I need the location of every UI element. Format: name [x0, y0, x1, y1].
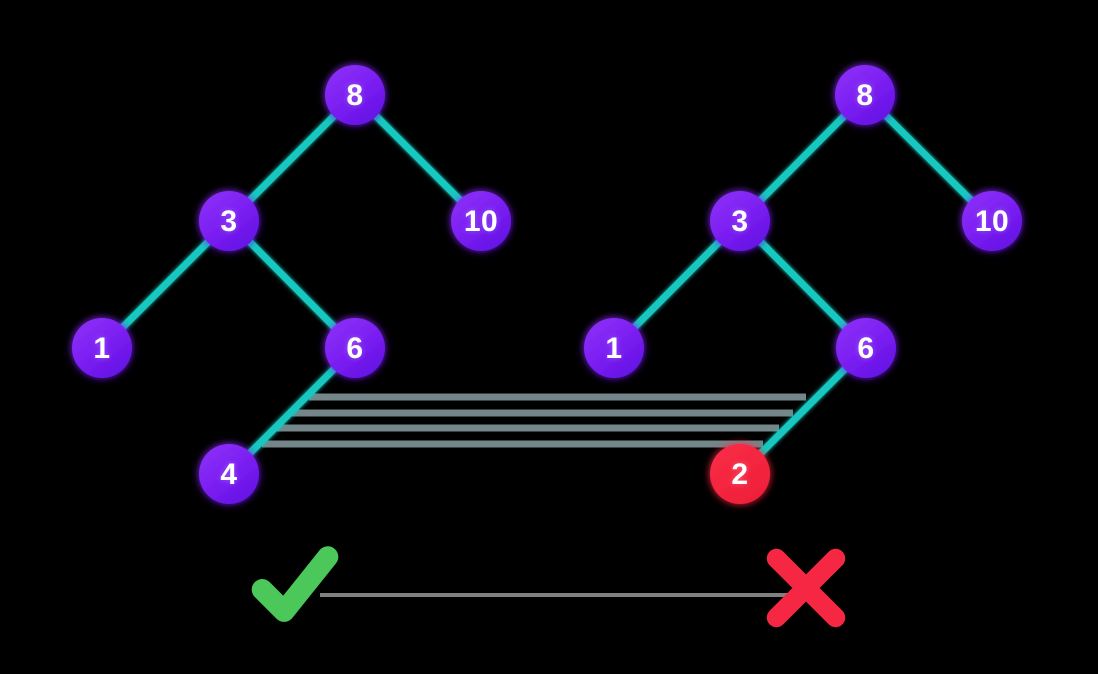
tree-node-2-invalid[interactable]: [710, 444, 770, 504]
invalid-cross-icon: [766, 548, 846, 628]
tree-node-8-valid[interactable]: [325, 65, 385, 125]
tree-node-1-valid[interactable]: [72, 318, 132, 378]
tree-node-hit-1-valid[interactable]: [72, 318, 132, 378]
tree-node-hit-10-valid[interactable]: [451, 191, 511, 251]
tree-node-hit-3-invalid[interactable]: [710, 191, 770, 251]
tree-node-3-invalid[interactable]: [710, 191, 770, 251]
tree-node-8-invalid[interactable]: [835, 65, 895, 125]
invalid-cross-icon-stroke-b: [766, 548, 846, 628]
tree-node-10-invalid[interactable]: [962, 191, 1022, 251]
tree-node-hit-6-valid[interactable]: [325, 318, 385, 378]
tree-node-hit-8-invalid[interactable]: [835, 65, 895, 125]
tree-node-6-invalid[interactable]: [836, 318, 896, 378]
verdict-row: [251, 546, 846, 628]
tree-node-hit-1-invalid[interactable]: [584, 318, 644, 378]
tree-node-4-valid[interactable]: [199, 444, 259, 504]
tree-node-hit-6-invalid[interactable]: [836, 318, 896, 378]
tree-node-10-valid[interactable]: [451, 191, 511, 251]
tree-node-hit-2-invalid[interactable]: [710, 444, 770, 504]
tree-node-hit-4-valid[interactable]: [199, 444, 259, 504]
tree-node-3-valid[interactable]: [199, 191, 259, 251]
tree-node-hit-3-valid[interactable]: [199, 191, 259, 251]
tree-node-1-invalid[interactable]: [584, 318, 644, 378]
valid-check-icon: [251, 546, 339, 622]
tree-nodes: [72, 65, 1022, 504]
tree-node-6-valid[interactable]: [325, 318, 385, 378]
valid-check-icon-stroke: [251, 546, 339, 622]
tree-node-hit-8-valid[interactable]: [325, 65, 385, 125]
tree-node-hit-10-invalid[interactable]: [962, 191, 1022, 251]
cross-tree-connector-bands: [262, 393, 806, 448]
